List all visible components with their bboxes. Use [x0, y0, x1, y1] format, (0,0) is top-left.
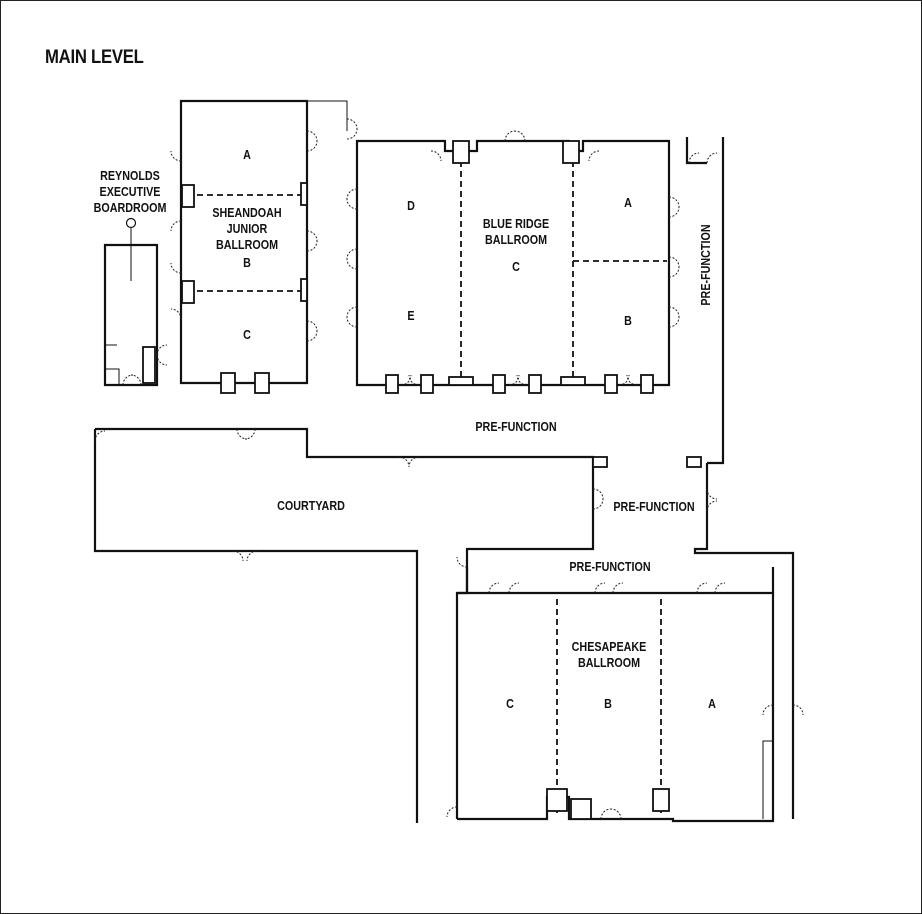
shenandoah-ballroom-label: SHEANDOAH JUNIOR BALLROOM — [212, 206, 282, 252]
chesapeake-section-b-label: B — [604, 697, 612, 711]
prefunction-south-label: PRE-FUNCTION — [569, 560, 651, 574]
shenandoah-section-c-label: C — [243, 328, 251, 342]
boardroom-pointer-marker — [125, 217, 137, 229]
blue-ridge-section-d-label: D — [407, 199, 415, 213]
blue-ridge-section-c-label: C — [512, 260, 520, 274]
blue-ridge-section-b-label: B — [624, 314, 632, 328]
door-swings — [94, 118, 804, 820]
prefunction-corridor-walls — [93, 137, 795, 823]
prefunction-east-label: PRE-FUNCTION — [699, 224, 713, 306]
blue-ridge-ballroom-walls — [355, 139, 671, 394]
prefunction-main-label: PRE-FUNCTION — [475, 420, 557, 434]
chesapeake-ballroom-label: CHESAPEAKE BALLROOM — [571, 640, 647, 670]
shenandoah-ballroom-walls — [179, 99, 348, 394]
blue-ridge-ballroom-label: BLUE RIDGE BALLROOM — [482, 217, 550, 247]
blue-ridge-section-a-label: A — [624, 196, 632, 210]
reynolds-boardroom-label: REYNOLDS EXECUTIVE BOARDROOM — [93, 169, 167, 215]
chesapeake-section-a-label: A — [708, 697, 716, 711]
courtyard-label: COURTYARD — [277, 499, 345, 513]
chesapeake-section-c-label: C — [506, 697, 514, 711]
chesapeake-ballroom-walls — [457, 567, 775, 823]
shenandoah-section-b-label: B — [243, 256, 251, 270]
reynolds-boardroom-walls — [103, 217, 159, 387]
shenandoah-section-a-label: A — [243, 148, 251, 162]
page-title: MAIN LEVEL — [45, 47, 144, 68]
prefunction-central-label: PRE-FUNCTION — [613, 500, 695, 514]
blue-ridge-section-e-label: E — [407, 309, 415, 323]
